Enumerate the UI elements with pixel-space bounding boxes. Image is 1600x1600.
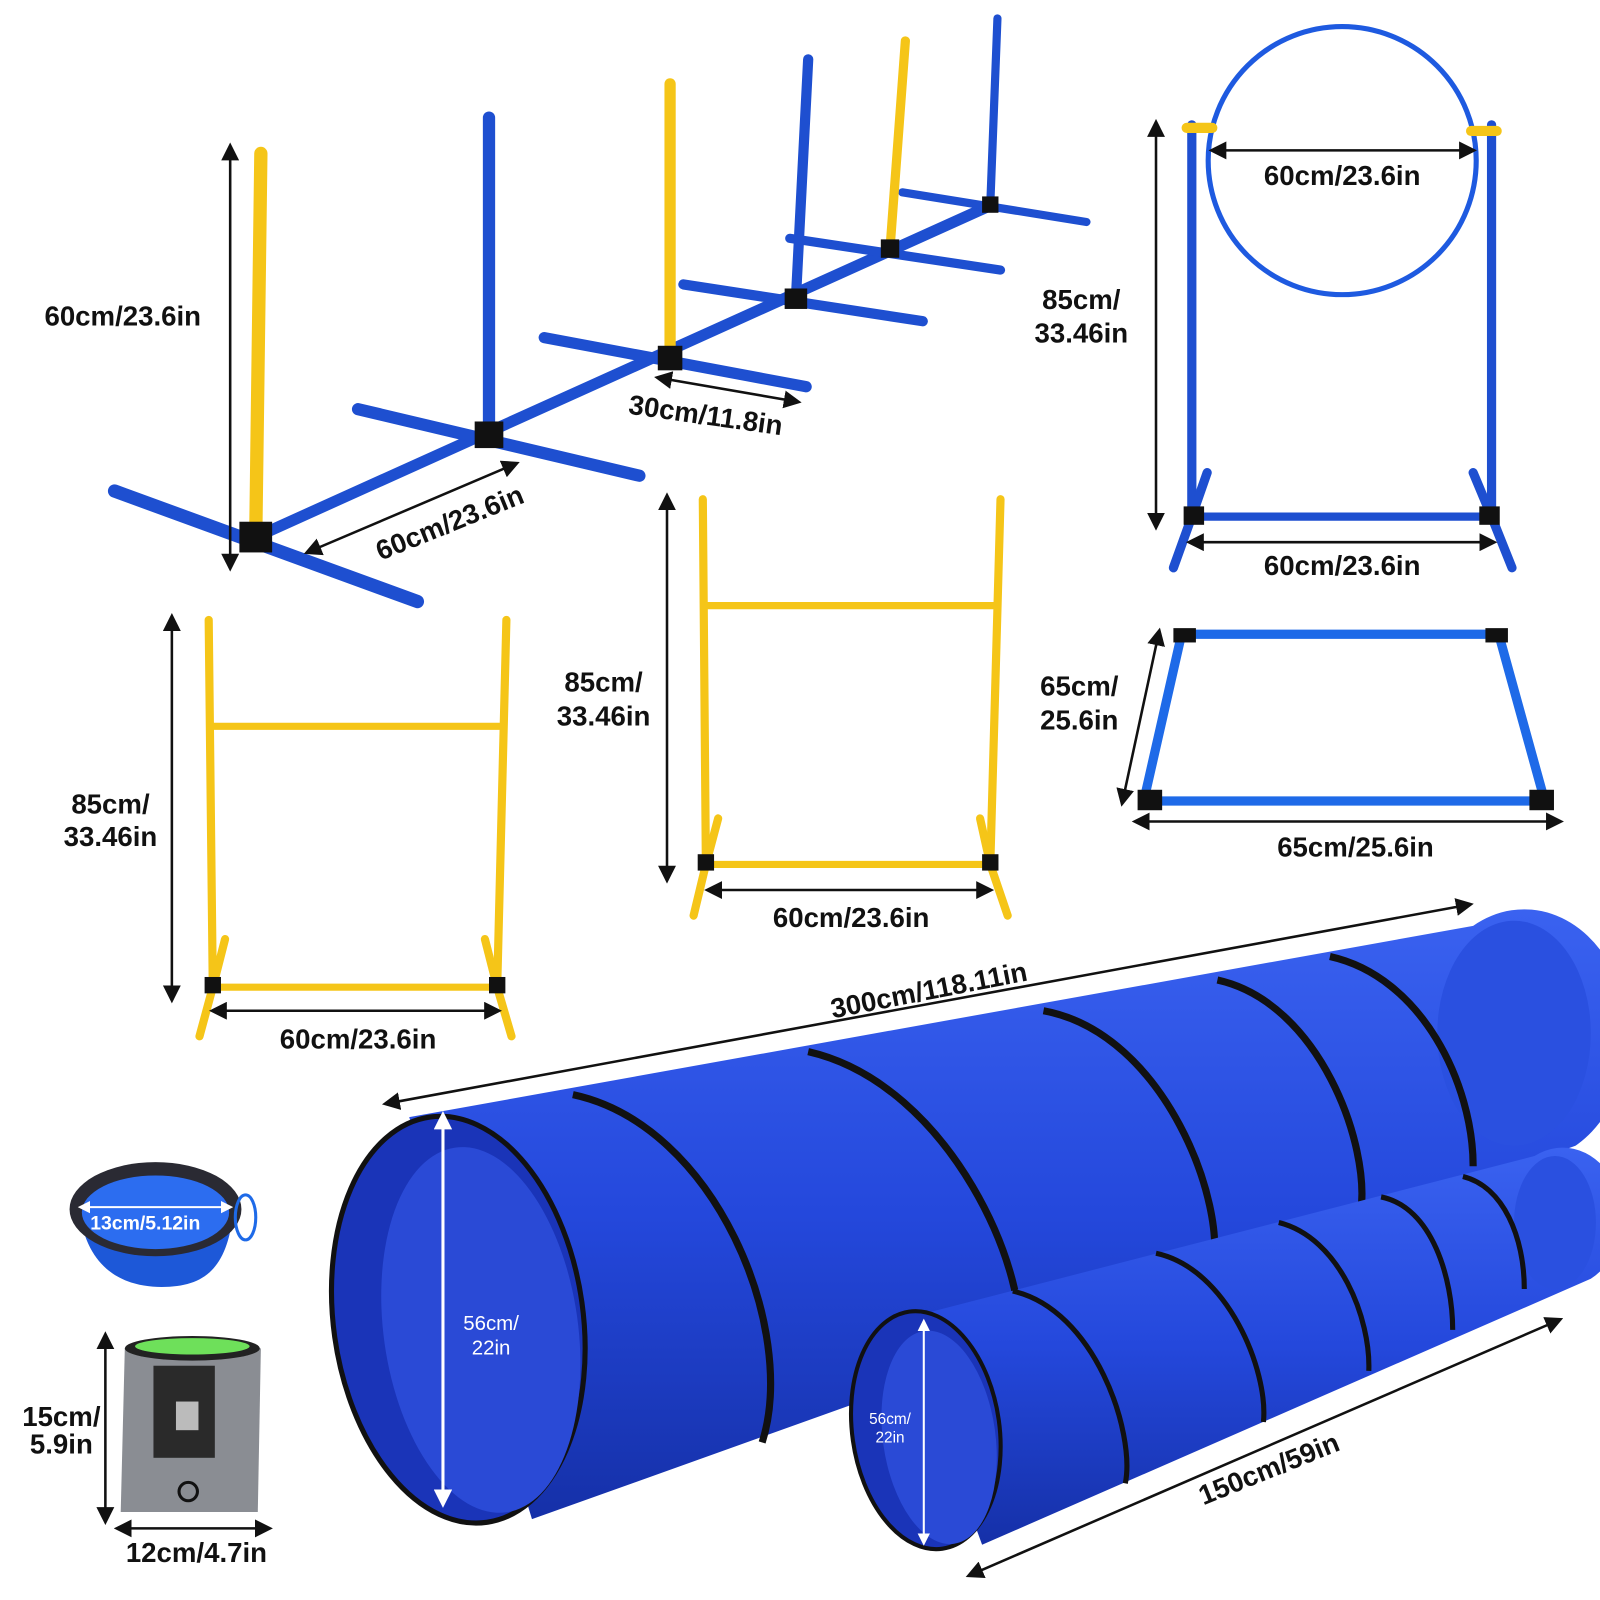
hurdle-left-height-1: 85cm/ <box>71 788 150 819</box>
box-side-label-1: 65cm/ <box>1040 671 1119 702</box>
tunnel-long: 300cm/118.11in 56cm/ 22in <box>328 898 1600 1526</box>
hoop-height-label-2: 33.46in <box>1035 318 1129 349</box>
hoop-width-label: 60cm/23.6in <box>1264 550 1421 581</box>
bag-height-1: 15cm/ <box>22 1401 101 1432</box>
bag-height-2: 5.9in <box>30 1429 93 1460</box>
hurdle-left-width: 60cm/23.6in <box>280 1024 437 1055</box>
bag-width: 12cm/4.7in <box>126 1537 267 1568</box>
pause-box: 65cm/ 25.6in 65cm/25.6in <box>1040 627 1564 862</box>
hurdle-center-height-1: 85cm/ <box>564 667 643 698</box>
weave-poles: 60cm/23.6in 60cm/23.6in 30cm/11.8in <box>44 14 1091 609</box>
box-width-label: 65cm/25.6in <box>1277 831 1434 862</box>
hurdle-center-width: 60cm/23.6in <box>773 902 930 933</box>
hurdle-center: 85cm/ 33.46in 60cm/23.6in <box>557 492 1012 933</box>
tunnel-long-diameter-1: 56cm/ <box>463 1312 519 1335</box>
tunnel-short-diameter-2: 22in <box>876 1429 905 1446</box>
tunnel-short-diameter-1: 56cm/ <box>869 1411 911 1428</box>
hoop-diameter-label: 60cm/23.6in <box>1264 160 1421 191</box>
bowl-diameter: 13cm/5.12in <box>90 1213 200 1235</box>
collapsible-bowl: 13cm/5.12in <box>69 1162 258 1287</box>
hurdle-center-height-2: 33.46in <box>557 700 651 731</box>
hoop-height-label-1: 85cm/ <box>1042 284 1121 315</box>
hurdle-left-height-2: 33.46in <box>64 821 158 852</box>
tunnel-long-diameter-2: 22in <box>472 1336 511 1359</box>
weave-height-label: 60cm/23.6in <box>44 300 201 331</box>
box-side-label-2: 25.6in <box>1040 704 1118 735</box>
hurdle-left: 85cm/ 33.46in 60cm/23.6in <box>64 613 516 1055</box>
hoop-jump: 60cm/23.6in 85cm/ 33.46in 60cm/23.6in <box>1035 24 1517 581</box>
treat-bag: 15cm/ 5.9in 12cm/4.7in <box>22 1331 273 1568</box>
